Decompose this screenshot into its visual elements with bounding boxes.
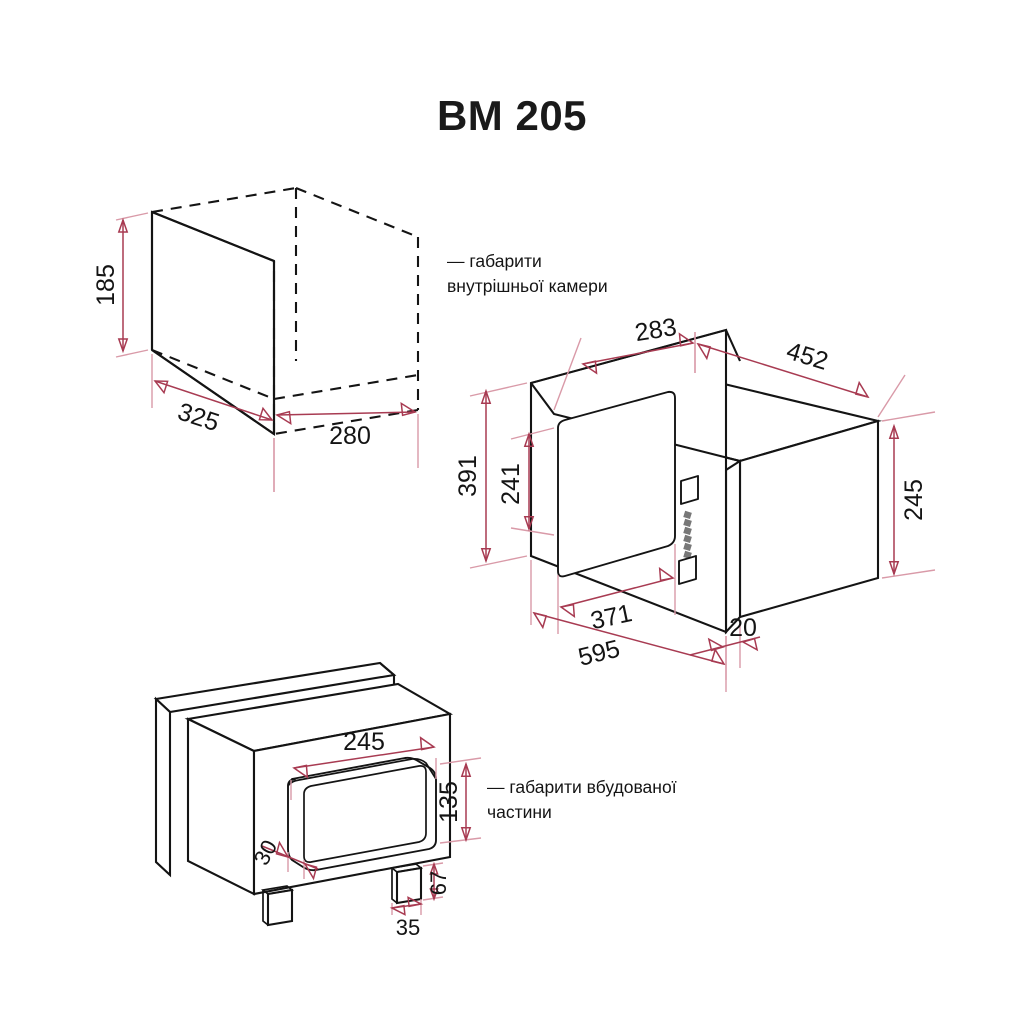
oven-door-window — [557, 390, 676, 578]
dim-label-handle-height: 135 — [435, 781, 463, 823]
dim-label-chamber-width: 280 — [329, 422, 371, 450]
dim-label-handle-width: 245 — [343, 728, 385, 756]
dim-label-body-height: 245 — [900, 479, 928, 521]
appliance-flange-slab — [724, 459, 742, 635]
dim-label-top-side: 452 — [783, 337, 831, 376]
view-appliance: 283 452 391 — [454, 313, 936, 692]
dim-label-foot-width: 35 — [396, 915, 420, 940]
dim-builtin-foot-width: 35 — [389, 896, 424, 940]
dim-label-front-height: 391 — [454, 455, 482, 497]
dim-builtin-handle-width: 245 — [290, 728, 437, 800]
display-panel-icon — [680, 475, 699, 505]
chamber-hidden-edges — [151, 186, 420, 436]
builtin-foot-left — [266, 888, 294, 927]
dim-chamber-width: 280 — [273, 401, 419, 492]
dim-appliance-front-height: 391 — [454, 382, 528, 569]
dim-builtin-handle-height: 135 — [435, 757, 482, 844]
dim-appliance-top-front: 283 — [553, 313, 696, 411]
builtin-left-face — [186, 717, 256, 896]
note-inner-chamber: — габарити внутрішньої камери — [447, 251, 608, 296]
page-title: BM 205 — [436, 92, 588, 139]
dim-chamber-height: 185 — [92, 212, 149, 358]
dim-appliance-door-height: 241 — [497, 427, 555, 536]
dim-label-chamber-depth: 325 — [174, 398, 222, 438]
dim-appliance-body-height: 245 — [881, 411, 936, 579]
view-built-in: 245 135 30 — [153, 661, 482, 940]
builtin-handle-block — [287, 756, 437, 872]
dim-appliance-flange-depth: 20 — [689, 614, 761, 680]
note-built-in-part: — габарити вбудованої частини — [487, 777, 677, 822]
control-knob-icon — [678, 555, 697, 585]
dim-label-door-height: 241 — [497, 463, 525, 505]
dim-label-flange-depth: 20 — [729, 614, 757, 642]
builtin-flange-edge — [154, 696, 172, 878]
dim-label-front-width: 595 — [575, 635, 622, 672]
dim-label-top-front: 283 — [633, 313, 679, 347]
dim-label-chamber-height: 185 — [92, 264, 120, 306]
chamber-visible-edges — [150, 210, 276, 436]
view-inner-chamber: 185 325 280 — [92, 186, 420, 492]
keypad-buttons-icon — [683, 510, 692, 560]
dim-builtin-foot-height: 67 — [422, 861, 451, 902]
dim-label-foot-height: 67 — [426, 871, 451, 895]
